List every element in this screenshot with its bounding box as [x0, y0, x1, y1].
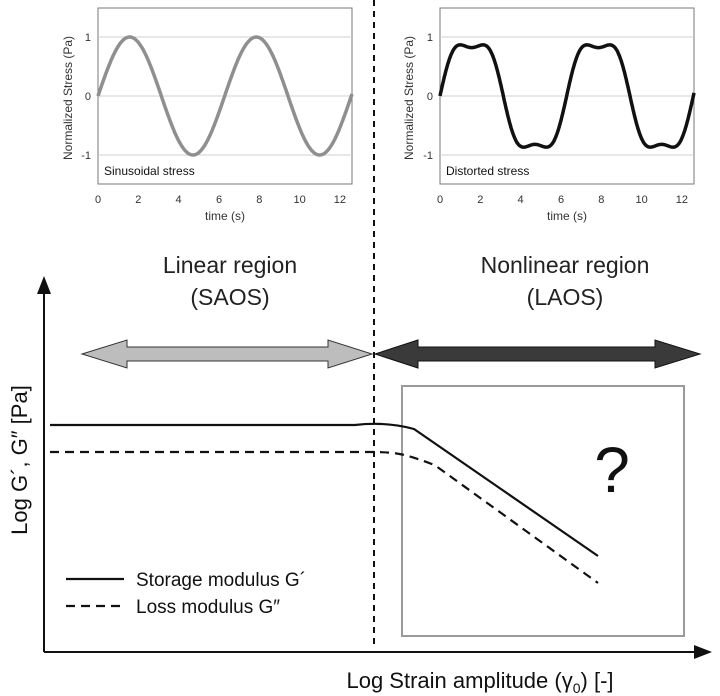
x-label-suffix: ) [-] — [581, 668, 614, 693]
x-tick-label: 12 — [676, 194, 688, 206]
right-ytick-neg1: -1 — [423, 150, 433, 162]
x-tick-label: 10 — [635, 194, 647, 206]
main-x-axis-arrowhead — [694, 645, 712, 659]
right-x-ticks: 0 2 4 6 8 10 12 — [437, 194, 688, 206]
linear-region-abbrev: (SAOS) — [190, 284, 269, 310]
storage-modulus-curve — [50, 422, 599, 557]
main-y-axis-label: Log G´, G″ [Pa] — [7, 385, 32, 535]
loss-modulus-curve — [50, 450, 599, 584]
nonlinear-region-double-arrow — [373, 339, 702, 369]
right-stress-plot: Distorted stress 0 2 4 6 8 10 12 1 0 -1 time (… — [402, 7, 696, 223]
x-tick-label: 0 — [437, 194, 443, 206]
x-tick-label: 6 — [558, 194, 564, 206]
question-mark: ? — [594, 434, 630, 506]
right-plot-ylabel: Normalized Stress (Pa) — [402, 36, 416, 160]
left-ytick-0: 0 — [85, 91, 91, 103]
nonlinear-region-label: Nonlinear region — [481, 252, 650, 278]
linear-region-label: Linear region — [163, 252, 297, 278]
right-ytick-1: 1 — [427, 32, 433, 44]
left-x-ticks: 0 2 4 6 8 10 12 — [95, 194, 346, 206]
left-ytick-1: 1 — [85, 32, 91, 44]
x-tick-label: 0 — [95, 194, 101, 206]
x-tick-label: 4 — [518, 194, 524, 206]
x-tick-label: 8 — [256, 194, 262, 206]
left-ytick-neg1: -1 — [81, 150, 91, 162]
left-plot-ylabel: Normalized Stress (Pa) — [61, 36, 75, 160]
legend-loss-label: Loss modulus G″ — [136, 597, 280, 618]
x-tick-label: 10 — [293, 194, 305, 206]
main-y-axis-arrowhead — [37, 276, 51, 294]
right-plot-annotation: Distorted stress — [446, 164, 529, 178]
main-x-axis-label: Log Strain amplitude (γ0) [-] — [346, 668, 613, 696]
gamma-symbol: γ — [562, 668, 573, 693]
x-tick-label: 2 — [135, 194, 141, 206]
x-tick-label: 12 — [334, 194, 346, 206]
right-ytick-0: 0 — [427, 91, 433, 103]
x-label-prefix: Log Strain amplitude ( — [346, 668, 562, 693]
linear-region-double-arrow — [80, 339, 374, 369]
legend-storage-label: Storage modulus G´ — [136, 570, 306, 591]
distorted-stress-curve — [438, 43, 696, 149]
left-plot-annotation: Sinusoidal stress — [104, 164, 195, 178]
unknown-region-box — [401, 385, 685, 637]
x-tick-label: 2 — [477, 194, 483, 206]
legend: Storage modulus G´ Loss modulus G″ — [66, 570, 306, 618]
left-plot-xlabel: time (s) — [205, 209, 245, 223]
left-stress-plot: Sinusoidal stress 0 2 4 6 8 10 12 1 0 -1 time … — [61, 7, 354, 223]
right-plot-xlabel: time (s) — [547, 209, 587, 223]
x-tick-label: 8 — [598, 194, 604, 206]
x-tick-label: 6 — [216, 194, 222, 206]
nonlinear-region-abbrev: (LAOS) — [527, 284, 604, 310]
sinusoidal-stress-curve — [96, 35, 354, 157]
gamma-subscript: 0 — [573, 680, 581, 696]
x-tick-label: 4 — [176, 194, 182, 206]
